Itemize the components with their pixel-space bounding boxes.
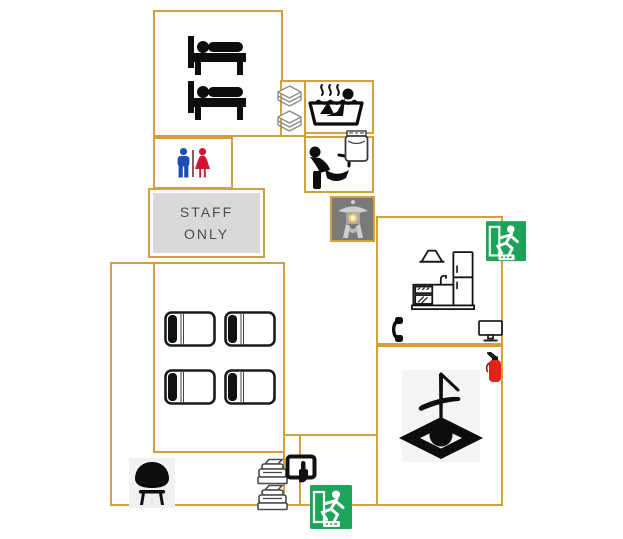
emergency-exit-icon	[310, 485, 352, 532]
futon-icon	[224, 311, 276, 347]
irori-hearth-icon	[398, 366, 484, 466]
toilet-divider	[191, 150, 194, 177]
futon-icon	[224, 369, 276, 405]
printer-icon	[256, 458, 289, 485]
futon-icon	[164, 311, 216, 347]
bath-icon	[306, 83, 366, 128]
staff-only-line2: ONLY	[183, 226, 230, 242]
armchair-icon	[133, 461, 171, 506]
staff-only-line1: STAFF	[179, 203, 234, 220]
staff-only-sign: STAFF ONLY	[153, 193, 260, 253]
kitchen-icon	[406, 249, 480, 313]
emergency-exit-icon	[486, 221, 526, 266]
room-dormitory	[153, 10, 283, 137]
checkin-kiosk-icon	[285, 454, 318, 484]
linen-stack-icon	[275, 108, 304, 133]
linen-stack-icon	[275, 83, 304, 108]
bed-icon	[187, 36, 247, 78]
fire-extinguisher-icon	[485, 351, 502, 383]
bed-icon	[187, 81, 247, 123]
printer-icon	[256, 484, 289, 511]
phone-icon	[388, 317, 404, 342]
womens-toilet-icon	[194, 148, 211, 178]
futon-icon	[164, 369, 216, 405]
stone-lantern-icon	[337, 199, 369, 239]
tv-icon	[478, 320, 503, 342]
mens-toilet-icon	[176, 148, 191, 178]
room-futon-dorm	[153, 262, 285, 453]
room-staff-only: STAFF ONLY	[148, 188, 265, 258]
washing-machine-icon	[344, 130, 369, 163]
wash-basin-icon	[305, 145, 352, 190]
wall-vestibule-top	[285, 434, 377, 436]
